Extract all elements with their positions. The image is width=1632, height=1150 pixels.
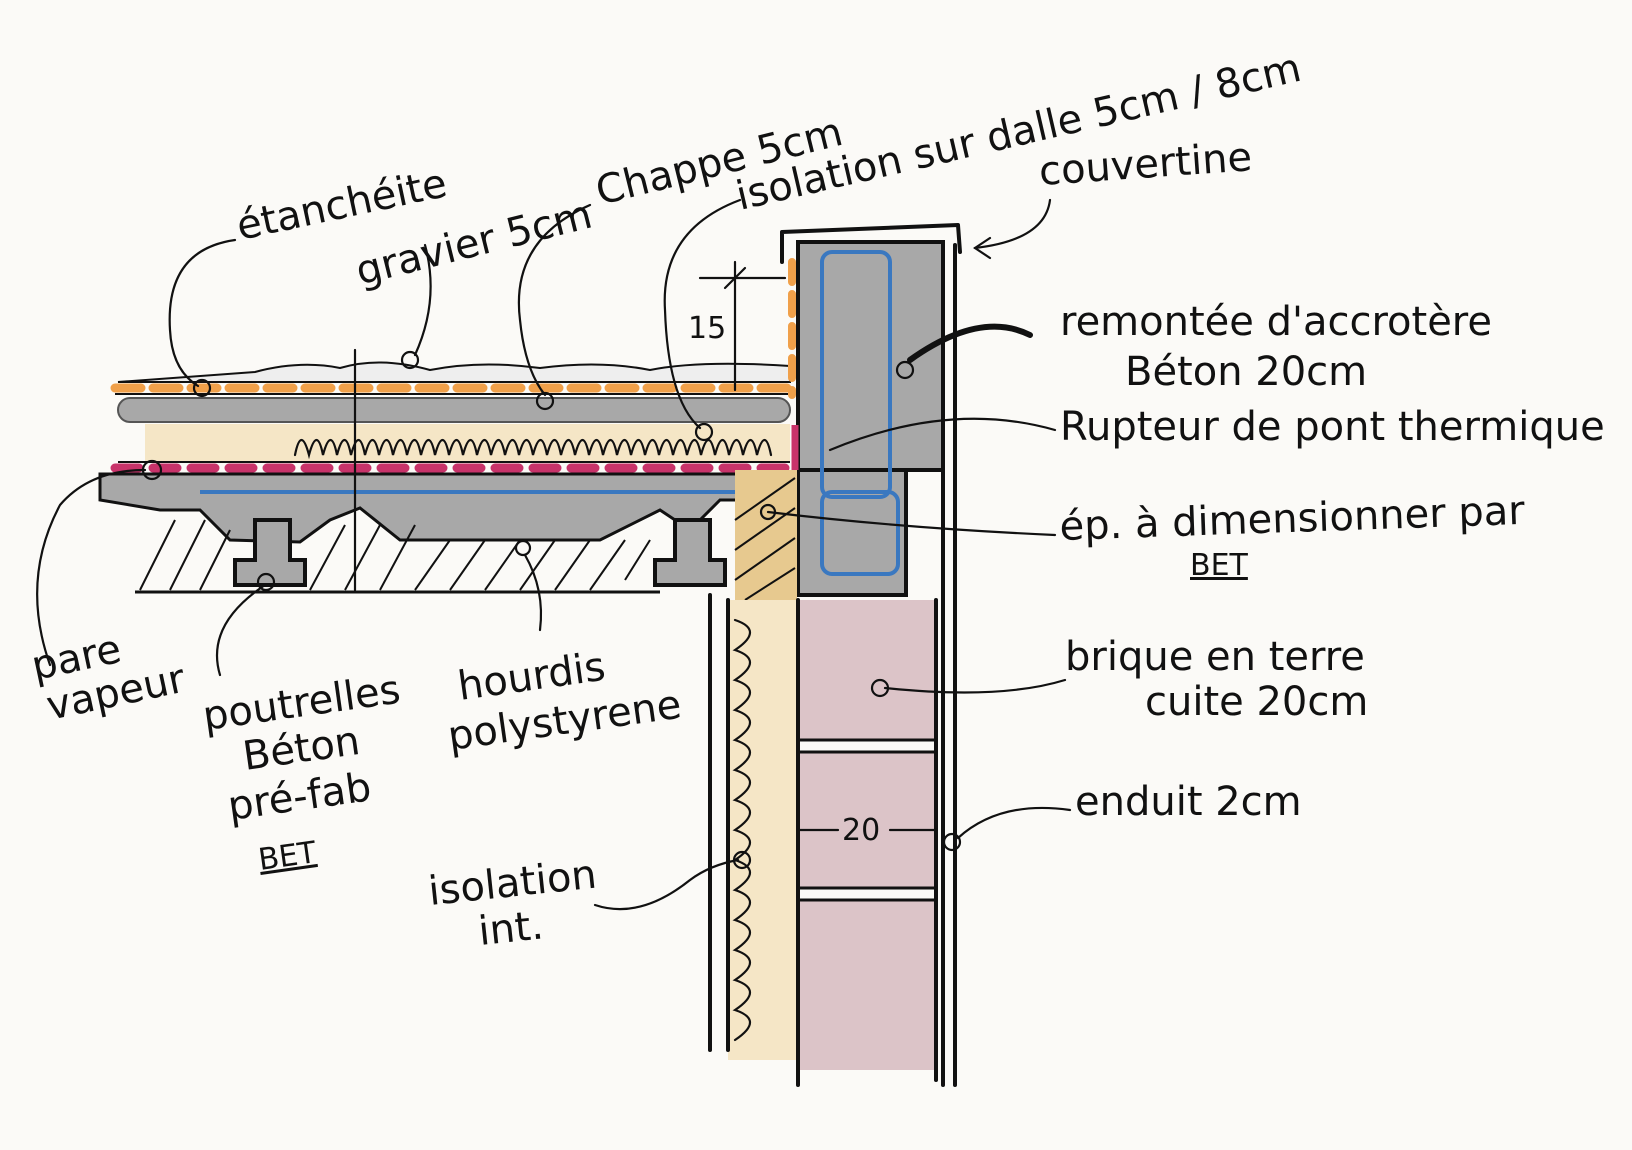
dimension-wall: 20 [798, 813, 937, 848]
leader-lines [36, 198, 1072, 911]
label-poutrelles-4: BET [256, 835, 319, 878]
beam-rebar-cage [820, 490, 900, 576]
dimension-wall-thickness: 20 [842, 813, 880, 848]
precast-beam-left [233, 518, 307, 587]
label-isolation-int-2: int. [476, 902, 545, 955]
label-remontee-1: remontée d'accrotère [1060, 299, 1492, 345]
brick-joint [796, 886, 938, 902]
gravel-layer [117, 361, 791, 383]
thermal-break [735, 470, 797, 600]
parapet-rebar-cage [820, 250, 892, 499]
brick-wall [798, 600, 936, 1070]
label-brique-2: cuite 20cm [1145, 679, 1368, 725]
insulation-squiggle [293, 438, 773, 460]
roof-slab-assembly [98, 348, 895, 594]
label-enduit: enduit 2cm [1075, 779, 1302, 825]
coping [780, 223, 962, 264]
precast-beam-right [653, 518, 727, 587]
dimension-height: 15 [688, 260, 787, 392]
brick-joint [796, 738, 938, 754]
label-brique-1: brique en terre [1065, 634, 1365, 680]
hourdis-hatch [139, 519, 651, 591]
label-ep-2: BET [1190, 548, 1249, 583]
label-remontee-2: Béton 20cm [1125, 349, 1367, 395]
dimension-upstand-height: 15 [688, 311, 726, 346]
screed-layer [117, 397, 791, 423]
parapet-wall-assembly [708, 223, 962, 1087]
label-ep-1: ép. à dimensionner par [1059, 488, 1526, 550]
label-rupteur: Rupteur de pont thermique [1060, 404, 1605, 450]
